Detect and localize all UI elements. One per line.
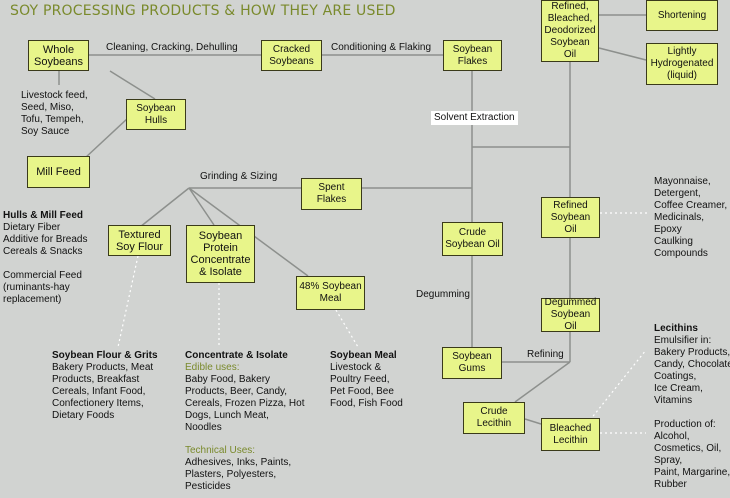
use-line: Epoxy: [654, 224, 682, 235]
uses-heading: Lecithins: [654, 323, 698, 334]
use-line: Soy Sauce: [21, 126, 70, 137]
spent-flakes-box: Spent Flakes: [301, 178, 362, 210]
use-line: Pesticides: [185, 481, 231, 492]
soybean-flakes-box: Soybean Flakes: [443, 40, 502, 71]
whole-soybeans-uses: Livestock feed, Seed, Miso, Tofu, Tempeh…: [21, 90, 88, 138]
use-line: Adhesives, Inks, Paints,: [185, 457, 292, 468]
use-line: Medicinals,: [654, 212, 705, 223]
use-line: Products, Breakfast: [52, 374, 140, 385]
whole-soybeans-box: Whole Soybeans: [28, 40, 89, 71]
use-line: Vitamins: [654, 395, 693, 406]
use-line: Paint, Margarine,: [654, 467, 730, 478]
page-title: SOY PROCESSING PRODUCTS & HOW THEY ARE U…: [10, 3, 396, 19]
solvent-extraction-label: Solvent Extraction: [431, 111, 518, 125]
use-line: (ruminants-hay: [3, 282, 70, 293]
use-line: Spray,: [654, 455, 683, 466]
soybean-meal-48-box: 48% Soybean Meal: [296, 276, 365, 310]
use-line: Plasters, Polyesters,: [185, 469, 277, 480]
flour-grits-uses: Soybean Flour & Grits Bakery Products, M…: [52, 350, 158, 422]
conditioning-label: Conditioning & Flaking: [329, 42, 434, 54]
use-line: Ice Cream,: [654, 383, 703, 394]
use-line: Tofu, Tempeh,: [21, 114, 84, 125]
use-line: Production of:: [654, 419, 716, 430]
use-line: Coatings,: [654, 371, 697, 382]
use-line: Food, Fish Food: [330, 398, 403, 409]
refined-oil-uses: Mayonnaise, Detergent, Coffee Creamer, M…: [654, 176, 727, 260]
degummed-oil-box: Degummed Soybean Oil: [541, 297, 600, 332]
use-line: Pet Food, Bee: [330, 386, 394, 397]
use-line: Livestock feed,: [21, 90, 88, 101]
use-line: Rubber: [654, 479, 687, 490]
cracked-soybeans-box: Cracked Soybeans: [261, 40, 322, 71]
use-line: Products, Beer, Candy,: [185, 386, 288, 397]
use-line: Poultry Feed,: [330, 374, 390, 385]
lecithins-uses: Lecithins Emulsifier in: Bakery Products…: [654, 323, 730, 407]
soybean-gums-box: Soybean Gums: [442, 347, 502, 379]
use-line: Candy, Chocolate,: [654, 359, 730, 370]
mill-feed-box: Mill Feed: [27, 156, 90, 188]
use-line: Additive for Breads: [3, 234, 88, 245]
rbd-soybean-oil-box: Refined, Bleached, Deodorized Soybean Oi…: [541, 0, 599, 62]
lightly-hydrogenated-box: Lightly Hydrogenated (liquid): [646, 43, 718, 85]
grinding-label: Grinding & Sizing: [200, 171, 278, 182]
use-line: Detergent,: [654, 188, 701, 199]
technical-uses-heading: Technical Uses:: [185, 445, 256, 456]
use-line: replacement): [3, 294, 62, 305]
uses-heading: Hulls & Mill Feed: [3, 210, 84, 221]
use-line: Compounds: [654, 248, 708, 259]
textured-soy-flour-box: Textured Soy Flour: [108, 225, 171, 256]
shortening-box: Shortening: [646, 0, 718, 31]
use-line: Bakery Products,: [654, 347, 730, 358]
edible-uses-heading: Edible uses:: [185, 362, 240, 373]
use-line: Baby Food, Bakery: [185, 374, 271, 385]
use-line: Livestock &: [330, 362, 382, 373]
use-line: Seed, Miso,: [21, 102, 74, 113]
use-line: Alcohol,: [654, 431, 690, 442]
refined-soybean-oil-box: Refined Soybean Oil: [541, 197, 600, 238]
bleached-lecithin-box: Bleached Lecithin: [541, 418, 600, 451]
crude-soybean-oil-box: Crude Soybean Oil: [442, 222, 503, 256]
use-line: Cosmetics, Oil,: [654, 443, 722, 454]
use-line: Coffee Creamer,: [654, 200, 728, 211]
uses-heading: Concentrate & Isolate: [185, 350, 288, 361]
use-line: Emulsifier in:: [654, 335, 712, 346]
concentrate-isolate-uses: Concentrate & Isolate Edible uses: Baby …: [185, 350, 305, 493]
uses-heading: Soybean Meal: [330, 350, 397, 361]
use-line: Cereals, Frozen Pizza, Hot: [185, 398, 305, 409]
refining-label: Refining: [525, 349, 566, 361]
use-line: Commercial Feed: [3, 270, 82, 281]
use-line: Dietary Fiber: [3, 222, 61, 233]
crude-lecithin-box: Crude Lecithin: [463, 402, 525, 434]
production-uses: Production of: Alcohol, Cosmetics, Oil, …: [654, 419, 730, 491]
use-line: Noodles: [185, 422, 222, 433]
use-line: Confectionery Items,: [52, 398, 144, 409]
hulls-mill-feed-uses: Hulls & Mill Feed Dietary Fiber Additive…: [3, 210, 88, 306]
uses-heading: Soybean Flour & Grits: [52, 350, 158, 361]
use-line: Mayonnaise,: [654, 176, 711, 187]
use-line: Bakery Products, Meat: [52, 362, 154, 373]
soy-protein-box: Soybean Protein Concentrate & Isolate: [186, 225, 255, 283]
degumming-label: Degumming: [416, 289, 470, 300]
use-line: Dogs, Lunch Meat,: [185, 410, 269, 421]
cleaning-label: Cleaning, Cracking, Dehulling: [104, 42, 240, 54]
use-line: Dietary Foods: [52, 410, 115, 421]
use-line: Cereals, Infant Food,: [52, 386, 146, 397]
use-line: Cereals & Snacks: [3, 246, 83, 257]
soybean-hulls-box: Soybean Hulls: [126, 99, 186, 130]
soybean-meal-uses: Soybean Meal Livestock & Poultry Feed, P…: [330, 350, 403, 410]
use-line: Caulking: [654, 236, 693, 247]
